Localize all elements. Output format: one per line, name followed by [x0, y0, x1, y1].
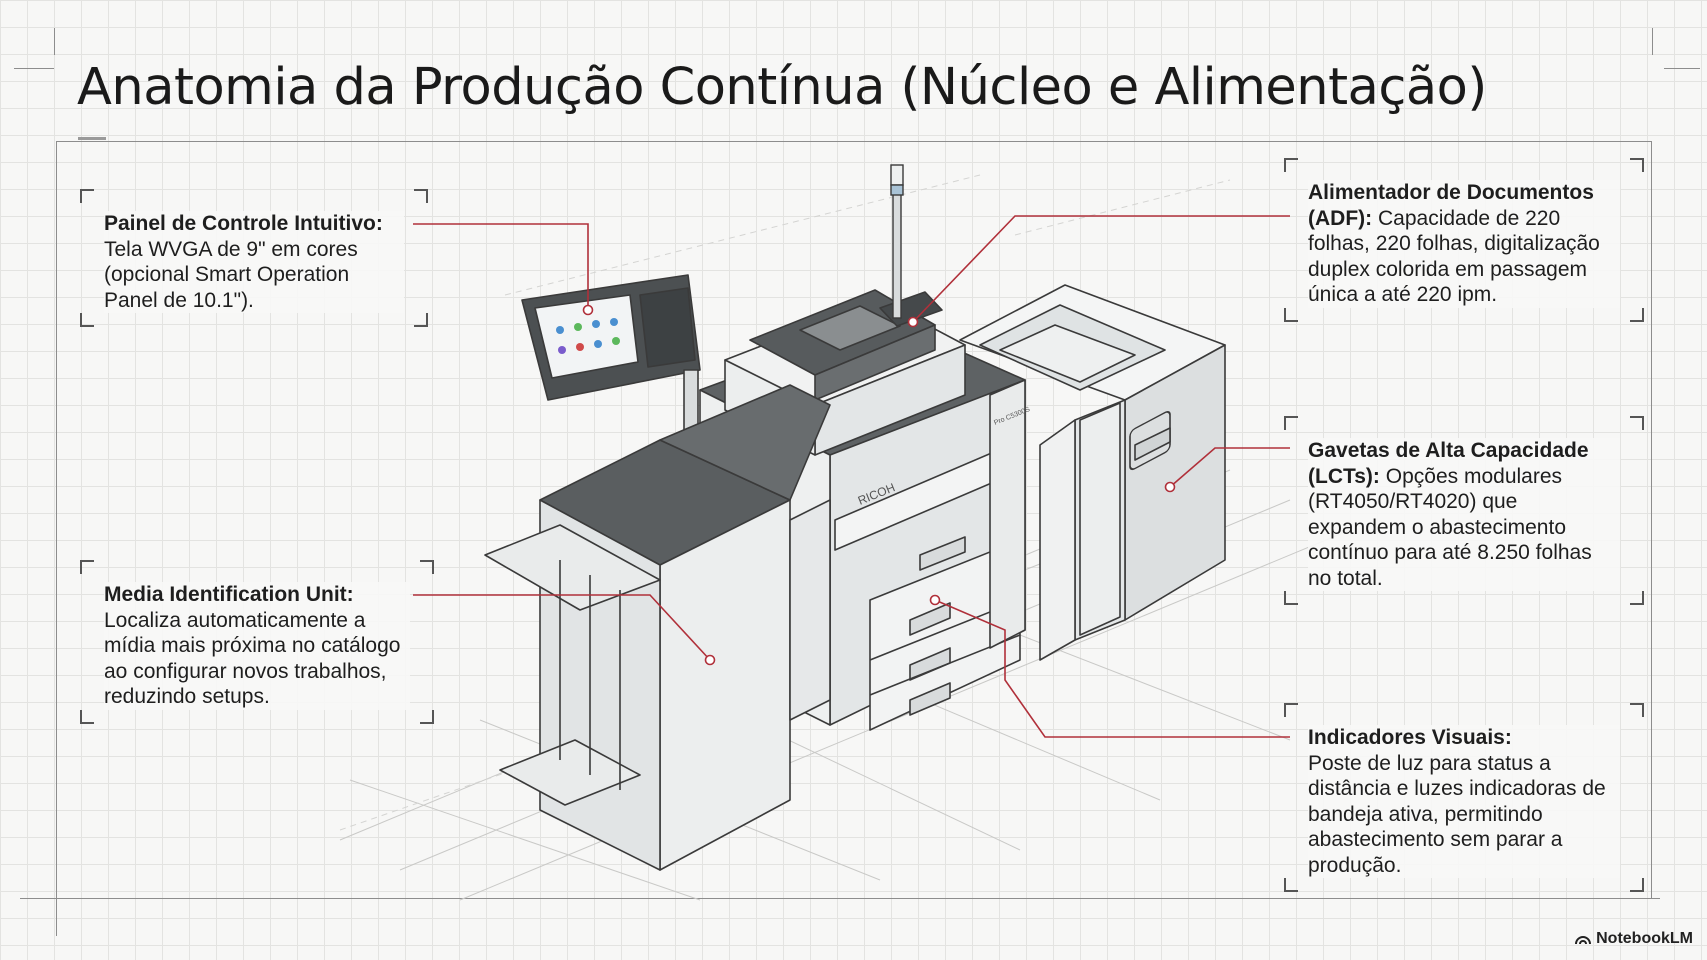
title-underline-mark: [78, 137, 106, 140]
callout-heading: Painel de Controle Intuitivo:: [104, 212, 383, 235]
callout-lct: Gavetas de Alta Capacidade (LCTs): Opçõe…: [1284, 416, 1644, 605]
callout-body: Localiza automaticamente a mídia mais pr…: [104, 608, 401, 709]
callout-indicators: Indicadores Visuais: Poste de luz para s…: [1284, 703, 1644, 892]
light-pole: [890, 164, 904, 319]
frame-corner-tr-v: [1652, 28, 1653, 55]
callout-body: Poste de luz para status a distância e l…: [1308, 751, 1606, 877]
frame-top-line: [56, 141, 1651, 142]
frame-corner-tl-v: [54, 28, 55, 55]
finisher-unit: [484, 384, 831, 871]
frame-corner-tl-h: [14, 68, 54, 69]
notebooklm-badge: NotebookLM: [1575, 930, 1693, 948]
frame-right-line: [1651, 141, 1652, 898]
leader-lines: [413, 215, 1290, 738]
callout-body: Capacidade de 220 folhas, 220 folhas, di…: [1308, 206, 1600, 307]
callout-heading: Alimentador de Documentos (ADF):: [1308, 181, 1594, 230]
notebooklm-label: NotebookLM: [1596, 930, 1693, 947]
callout-heading: Gavetas de Alta Capacidade (LCTs):: [1308, 439, 1589, 488]
control-panel: [521, 274, 701, 436]
frame-bottom-line: [20, 898, 1660, 899]
leader-anchors: [582, 304, 1176, 666]
callout-media-identification: Media Identification Unit: Localiza auto…: [80, 560, 434, 724]
callout-heading: Media Identification Unit:: [104, 583, 354, 606]
callout-heading: Indicadores Visuais:: [1308, 726, 1512, 749]
page-title: Anatomia da Produção Contínua (Núcleo e …: [77, 58, 1487, 117]
frame-corner-tr-h: [1664, 68, 1700, 69]
frame-left-line: [56, 141, 57, 936]
callout-control-panel: Painel de Controle Intuitivo: Tela WVGA …: [80, 189, 428, 327]
callout-body: Opções modulares (RT4050/RT4020) que exp…: [1308, 464, 1592, 590]
callout-adf: Alimentador de Documentos (ADF): Capacid…: [1284, 158, 1644, 322]
lct-unit: [959, 284, 1226, 661]
callout-body: Tela WVGA de 9" em cores (opcional Smart…: [104, 237, 358, 312]
notebooklm-logo-icon: [1575, 936, 1592, 945]
